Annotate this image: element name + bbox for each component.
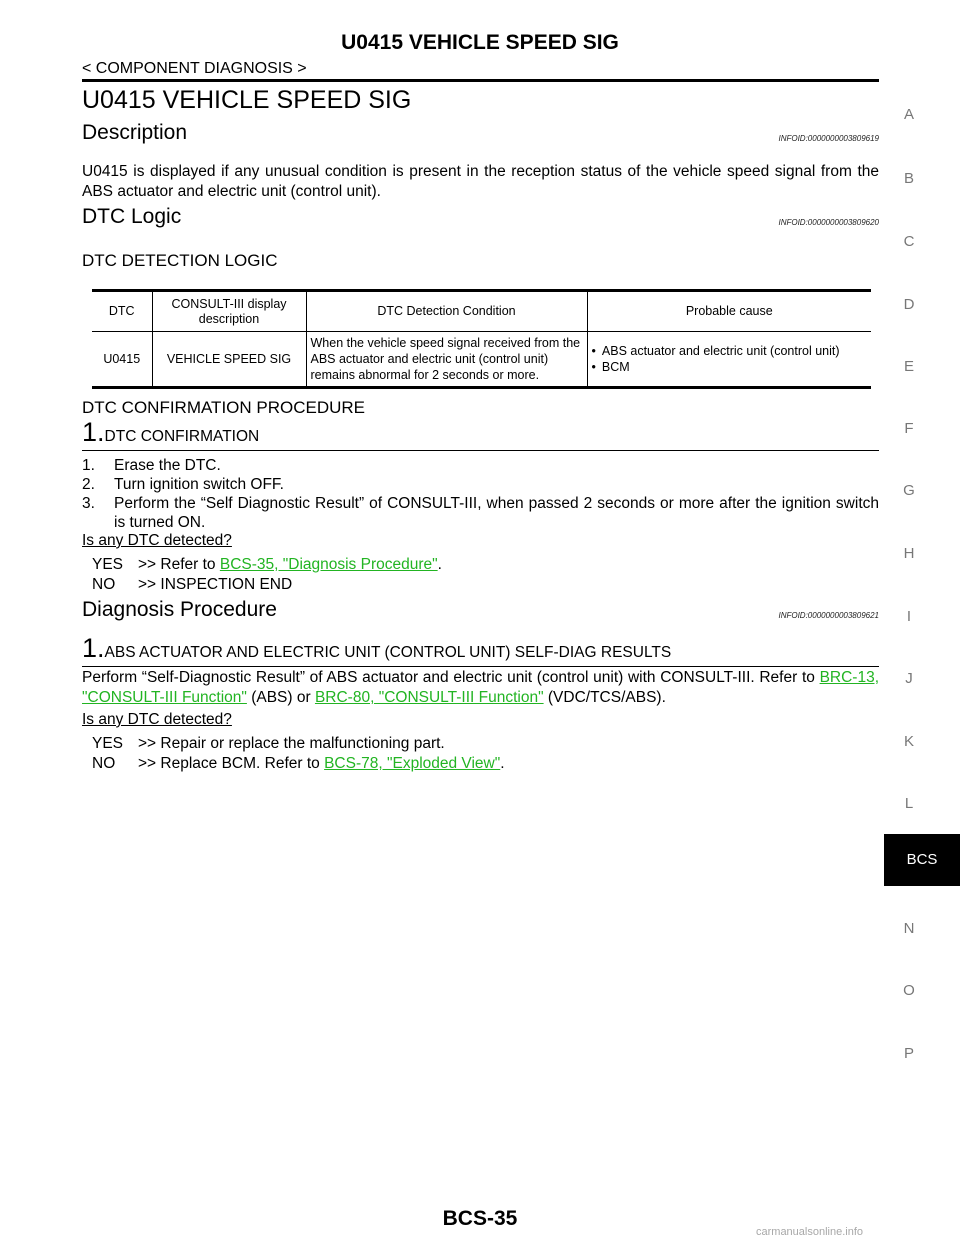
dtc-table: DTC CONSULT-III display description DTC … (92, 289, 871, 389)
step-header: 1.ABS ACTUATOR AND ELECTRIC UNIT (CONTRO… (82, 633, 879, 667)
procedure-list: 1. Erase the DTC. 2. Turn ignition switc… (82, 456, 879, 532)
table-header-dtc: DTC (92, 289, 152, 332)
side-index-letter[interactable]: G (903, 482, 915, 499)
side-index-letter[interactable]: O (903, 982, 915, 999)
yes-row: YES >> Refer to BCS-35, "Diagnosis Proce… (92, 556, 442, 573)
side-index-letter[interactable]: I (906, 608, 912, 625)
diagnosis-heading: Diagnosis Procedure (82, 598, 277, 621)
yes-no-block: YES >> Refer to BCS-35, "Diagnosis Proce… (92, 555, 442, 595)
no-row: NO >> Replace BCM. Refer to BCS-78, "Exp… (92, 755, 505, 772)
side-index-letter[interactable]: L (904, 795, 914, 812)
list-item: 2. Turn ignition switch OFF. (82, 476, 284, 493)
cell-display: VEHICLE SPEED SIG (151, 331, 306, 389)
description-infoid: INFOID:0000000003809619 (778, 134, 879, 143)
table-header-display: CONSULT-III display description (151, 289, 306, 332)
brc-13-link[interactable]: BRC-13, "CONSULT-III Function" (82, 669, 879, 706)
step-title: DTC CONFIRMATION (104, 428, 260, 445)
list-item: 3. Perform the “Self Diagnostic Result” … (82, 495, 879, 531)
main-title: U0415 VEHICLE SPEED SIG (82, 86, 412, 114)
question-text: Is any DTC detected? (82, 532, 232, 549)
cell-causes: ABS actuator and electric unit (control … (586, 331, 871, 389)
page-header-section: < COMPONENT DIAGNOSIS > (82, 60, 307, 77)
yes-no-block: YES >> Repair or replace the malfunction… (92, 734, 505, 774)
question-text: Is any DTC detected? (82, 711, 232, 728)
side-index-letter[interactable]: K (903, 733, 914, 750)
side-index-letter[interactable]: E (903, 358, 914, 375)
page-header-title: U0415 VEHICLE SPEED SIG (341, 31, 619, 54)
side-index-letter[interactable]: A (903, 106, 914, 123)
side-index-letter[interactable]: C (903, 233, 915, 250)
side-index-letter[interactable]: D (903, 296, 915, 313)
cause-item: BCM (592, 359, 868, 375)
dtc-logic-infoid: INFOID:0000000003809620 (778, 218, 879, 227)
exploded-view-link[interactable]: BCS-78, "Exploded View" (324, 755, 501, 772)
dtc-confirmation-heading: DTC CONFIRMATION PROCEDURE (82, 398, 366, 417)
side-index-letter[interactable]: P (903, 1045, 914, 1062)
step-title: ABS ACTUATOR AND ELECTRIC UNIT (CONTROL … (104, 644, 672, 661)
side-index-letter[interactable]: J (905, 670, 913, 687)
step-header: 1.DTC CONFIRMATION (82, 417, 879, 451)
watermark: carmanualsonline.info (756, 1226, 864, 1238)
side-index-letter[interactable]: F (904, 420, 914, 437)
diagnosis-procedure-link[interactable]: BCS-35, "Diagnosis Procedure" (219, 556, 438, 573)
list-item: 1. Erase the DTC. (82, 457, 221, 474)
step-number: 1. (82, 417, 105, 447)
side-index-letter[interactable]: B (903, 170, 914, 187)
dtc-detection-logic-heading: DTC DETECTION LOGIC (82, 251, 278, 270)
cell-condition: When the vehicle speed signal received f… (305, 331, 587, 389)
description-heading: Description (82, 121, 188, 144)
brc-80-link[interactable]: BRC-80, "CONSULT-III Function" (314, 689, 544, 706)
header-divider (82, 79, 879, 82)
side-tab-bcs[interactable]: BCS (884, 834, 960, 886)
side-index-letter[interactable]: N (903, 920, 915, 937)
table-row: U0415 VEHICLE SPEED SIG When the vehicle… (92, 331, 871, 389)
table-header-row: DTC CONSULT-III display description DTC … (92, 289, 871, 332)
diagnosis-infoid: INFOID:0000000003809621 (778, 611, 879, 620)
table-header-condition: DTC Detection Condition (305, 289, 587, 332)
no-row: NO >> INSPECTION END (92, 576, 293, 593)
description-text: U0415 is displayed if any unusual condit… (82, 163, 879, 200)
page-number: BCS-35 (442, 1207, 518, 1230)
side-index-letter[interactable]: H (903, 545, 915, 562)
diagnosis-instruction: Perform “Self-Diagnostic Result” of ABS … (82, 669, 879, 706)
step-number: 1. (82, 633, 105, 663)
table-header-cause: Probable cause (586, 289, 871, 332)
dtc-logic-heading: DTC Logic (82, 205, 182, 228)
cause-item: ABS actuator and electric unit (control … (592, 343, 868, 359)
cell-dtc: U0415 (92, 331, 152, 389)
yes-row: YES >> Repair or replace the malfunction… (92, 735, 445, 752)
